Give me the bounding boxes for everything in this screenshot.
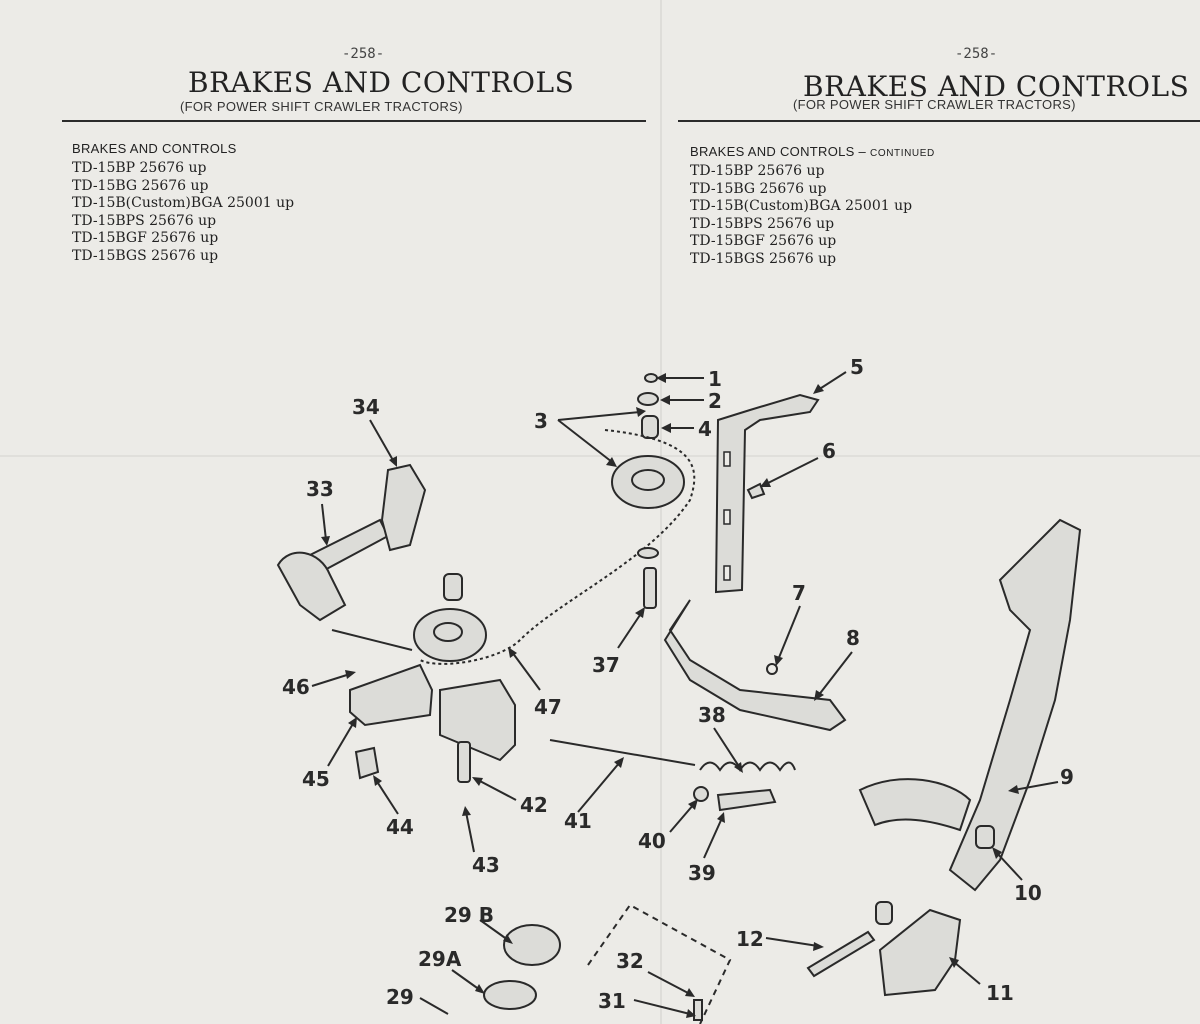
part-washer — [637, 392, 659, 406]
part-link-rod — [331, 629, 413, 651]
part-return-spring — [699, 761, 796, 772]
page-fold-horizontal — [0, 455, 1200, 457]
right-page-title: BRAKES AND CONTROLS — [803, 70, 1190, 103]
left-page-subtitle: (FOR POWER SHIFT CRAWLER TRACTORS) — [180, 99, 463, 114]
page-fold-vertical — [660, 0, 662, 1024]
part-upper-lever — [380, 463, 427, 552]
callout-29b: 29 B — [444, 903, 494, 927]
left-model-list: TD-15BP 25676 up TD-15BG 25676 up TD-15B… — [72, 160, 294, 265]
callout-46: 46 — [282, 675, 310, 699]
left-page-number: -258- — [342, 46, 385, 62]
part-clevis-pin — [457, 741, 471, 783]
right-page-subtitle: (FOR POWER SHIFT CRAWLER TRACTORS) — [793, 97, 1076, 112]
model-line: TD-15BGF 25676 up — [72, 230, 219, 246]
callout-29: 29 — [386, 985, 414, 1009]
callout-11: 11 — [986, 981, 1014, 1005]
part-slot — [723, 451, 731, 467]
callout-42: 42 — [520, 793, 548, 817]
callout-3: 3 — [534, 409, 548, 433]
callout-9: 9 — [1060, 765, 1074, 789]
callout-1: 1 — [708, 367, 722, 391]
callout-38: 38 — [698, 703, 726, 727]
part-pedal-bracket — [714, 393, 820, 594]
part-brake-pedal — [948, 518, 1082, 892]
part-slot — [723, 509, 731, 525]
part-slot — [723, 565, 731, 581]
callout-6: 6 — [822, 439, 836, 463]
part-pedal-bushing-2 — [875, 901, 893, 925]
model-line: TD-15BPS 25676 up — [690, 215, 835, 232]
right-header-rule — [678, 120, 1200, 122]
part-cotter-pin — [766, 663, 778, 675]
part-bushing — [641, 415, 659, 439]
callout-labels: 1 2 3 4 5 6 7 8 9 10 11 12 29 29A 29 B 3… — [282, 355, 1074, 1013]
part-grease-fitting — [746, 482, 766, 500]
callout-29a: 29A — [418, 947, 462, 971]
part-stud-bolt — [643, 567, 657, 609]
callout-37: 37 — [592, 653, 620, 677]
part-boot-b — [503, 924, 561, 966]
right-section-heading: BRAKES AND CONTROLS – Continued — [690, 144, 935, 159]
part-chain — [419, 429, 696, 665]
callout-43: 43 — [472, 853, 500, 877]
left-header-rule — [62, 120, 646, 122]
part-pedal-bushing — [975, 825, 995, 849]
part-spacer — [443, 573, 463, 601]
model-line: TD-15BG 25676 up — [72, 177, 209, 194]
model-line: TD-15B(Custom)BGA 25001 up — [690, 198, 913, 214]
model-line: TD-15BGS 25676 up — [690, 250, 837, 267]
callout-45: 45 — [302, 767, 330, 791]
callout-7: 7 — [792, 581, 806, 605]
model-line: TD-15BPS 25676 up — [72, 212, 217, 229]
callout-8: 8 — [846, 626, 860, 650]
model-line: TD-15BGF 25676 up — [690, 233, 837, 249]
model-line: TD-15BG 25676 up — [690, 180, 827, 197]
part-yoke-clevis — [716, 788, 777, 812]
part-small-bolt — [693, 999, 703, 1021]
part-jam-nut — [693, 786, 709, 802]
leader-lines — [311, 371, 1059, 1018]
part-pivot-pin — [806, 930, 876, 978]
callout-5: 5 — [850, 355, 864, 379]
part-nut — [644, 373, 658, 383]
part-group-outline — [587, 903, 732, 1024]
callout-39: 39 — [688, 861, 716, 885]
callout-10: 10 — [1014, 881, 1042, 905]
callout-33: 33 — [306, 477, 334, 501]
part-shaft-lever — [276, 551, 347, 622]
callout-44: 44 — [386, 815, 414, 839]
callout-4: 4 — [698, 417, 712, 441]
part-stud-washer — [637, 547, 659, 559]
callout-31: 31 — [598, 989, 626, 1013]
callout-47: 47 — [534, 695, 562, 719]
part-adjust-fitting — [354, 746, 380, 780]
model-line: TD-15BP 25676 up — [690, 163, 825, 179]
part-pedal-ratchet — [858, 778, 972, 832]
part-boot-a — [483, 980, 537, 1010]
part-brake-rod — [549, 739, 696, 766]
model-line: TD-15BGS 25676 up — [72, 247, 219, 264]
left-section-heading: BRAKES AND CONTROLS — [72, 141, 237, 156]
part-clevis-bracket — [439, 678, 516, 762]
part-mount-bracket — [349, 663, 434, 727]
callout-2: 2 — [708, 389, 722, 413]
model-line: TD-15B(Custom)BGA 25001 up — [72, 195, 295, 211]
part-lower-sheave-hub — [433, 622, 463, 642]
right-page-number: -258- — [955, 46, 998, 62]
part-control-lever — [663, 599, 847, 732]
callout-40: 40 — [638, 829, 666, 853]
parts-illustration — [276, 373, 1082, 1024]
callout-41: 41 — [564, 809, 592, 833]
callout-32: 32 — [616, 949, 644, 973]
part-sheave-hub — [631, 469, 665, 491]
left-page-title: BRAKES AND CONTROLS — [188, 66, 575, 99]
right-section-heading-text: BRAKES AND CONTROLS – — [690, 144, 867, 159]
callout-34: 34 — [352, 395, 380, 419]
right-section-heading-suffix: Continued — [870, 148, 935, 159]
right-model-list: TD-15BP 25676 up TD-15BG 25676 up TD-15B… — [690, 163, 912, 268]
model-line: TD-15BP 25676 up — [72, 160, 207, 176]
part-pedal-bracket-base — [878, 908, 962, 997]
callout-12: 12 — [736, 927, 764, 951]
